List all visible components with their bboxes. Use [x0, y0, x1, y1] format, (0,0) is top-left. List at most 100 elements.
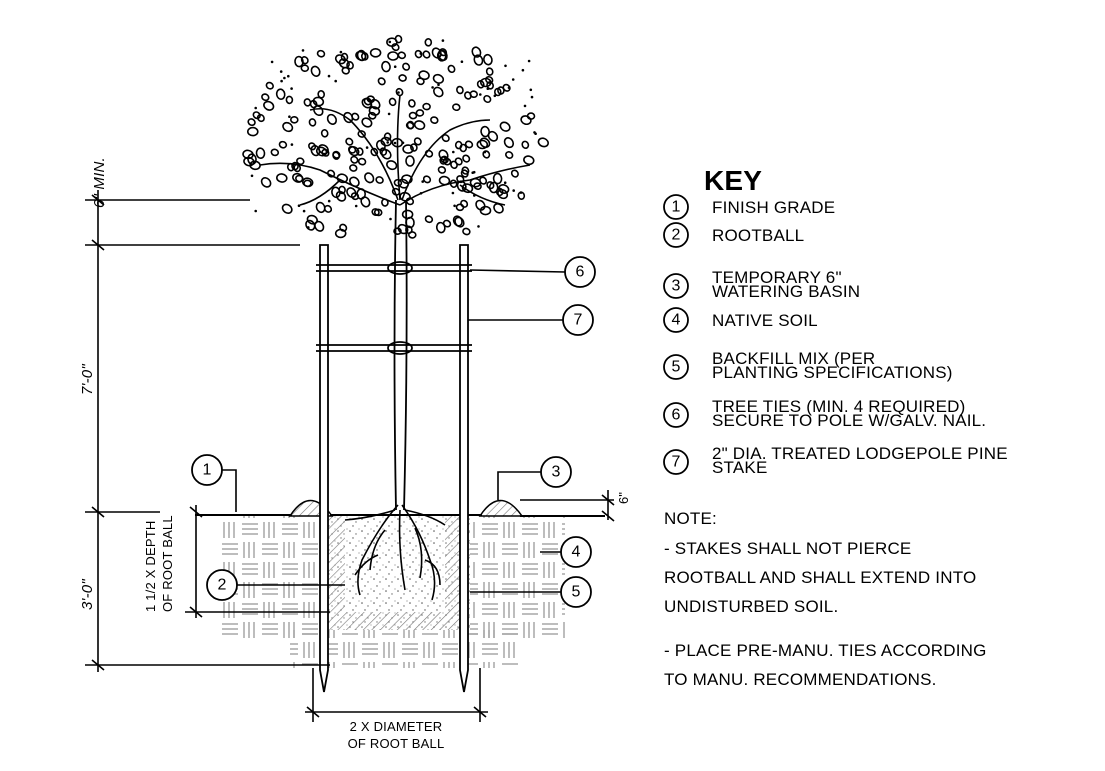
leaf-icon: [315, 146, 328, 157]
leaf-icon: [503, 137, 515, 149]
leaf-icon: [422, 175, 432, 184]
key-number: 1: [671, 199, 680, 216]
callout-6: 6: [564, 256, 596, 288]
callout-number: 4: [571, 544, 580, 561]
leaf-dot: [283, 76, 286, 80]
leaf-icon: [397, 178, 409, 189]
leaf-dot: [393, 65, 397, 68]
key-number-circle: [663, 307, 689, 333]
leaf-icon: [270, 148, 280, 157]
leaf-icon: [327, 169, 336, 178]
leaf-icon: [430, 116, 439, 124]
leaf-dot: [397, 91, 400, 94]
leaf-icon: [296, 157, 305, 166]
leaf-icon: [367, 111, 377, 120]
leaf-icon: [335, 190, 347, 202]
leaf-icon: [357, 130, 366, 138]
leaf-icon: [388, 97, 397, 107]
leaf-icon: [263, 100, 275, 111]
leaf-icon: [480, 77, 492, 88]
leaf-icon: [375, 176, 384, 184]
callout-1: 1: [191, 454, 223, 486]
leaf-dot: [254, 106, 257, 110]
leaf-icon: [381, 198, 389, 207]
key-number-circle: [663, 222, 689, 248]
leaf-icon: [480, 125, 490, 138]
leaf-icon: [405, 197, 415, 206]
stake-left: [319, 244, 329, 693]
key-number: 7: [671, 454, 680, 471]
key-title: KEY: [704, 165, 762, 196]
key-number: 6: [671, 407, 680, 424]
leaf-icon: [391, 43, 400, 52]
leaf-icon: [408, 111, 418, 120]
leaf-icon: [386, 37, 398, 48]
leaf-dot: [473, 194, 476, 197]
callout-circle: [560, 576, 592, 608]
leaf-icon: [281, 203, 293, 214]
leaf-dot: [334, 79, 338, 83]
leaf-icon: [408, 99, 416, 108]
leaf-icon: [361, 117, 373, 128]
leaf-dot: [431, 86, 434, 89]
leaf-icon: [308, 118, 317, 127]
leaf-icon: [471, 46, 482, 58]
leaf-icon: [422, 50, 431, 59]
callout-leaders: [222, 269, 566, 593]
leaf-icon: [255, 147, 266, 159]
key-item-label: PLANTING SPECIFICATIONS): [712, 363, 953, 382]
leaf-icon: [332, 151, 340, 160]
leaf-icon: [418, 70, 430, 81]
leaf-icon: [265, 81, 274, 90]
leaf-dot: [302, 209, 306, 213]
leaf-icon: [537, 137, 549, 148]
depth-label: 3'-0": [79, 579, 96, 610]
leaf-icon: [405, 155, 415, 167]
leaf-icon: [276, 173, 288, 183]
leaf-dot: [504, 64, 507, 68]
leaf-icon: [379, 147, 388, 156]
key-item-label: TEMPORARY 6": [712, 268, 842, 287]
leaf-icon: [294, 55, 304, 68]
leaf-icon: [300, 56, 309, 65]
leaf-dot: [279, 70, 283, 73]
leaf-icon: [476, 139, 489, 150]
callout-circle: [540, 456, 572, 488]
leaf-icon: [435, 221, 446, 234]
pit-width-label-2: OF ROOT BALL: [348, 736, 445, 751]
leaf-icon: [464, 140, 474, 149]
leaf-icon: [339, 223, 348, 232]
leaf-icon: [402, 62, 411, 71]
leaf-dot: [386, 141, 390, 144]
leaf-icon: [331, 186, 341, 199]
leaf-icon: [476, 80, 485, 89]
leaf-icon: [381, 60, 391, 73]
callout-circle: [564, 256, 596, 288]
leaf-icon: [452, 103, 461, 112]
key-number: 3: [671, 278, 680, 295]
note-line: TO MANU. RECOMMENDATIONS.: [664, 670, 937, 689]
pit-depth-label-2: OF ROOT BALL: [160, 515, 175, 612]
leaf-dot: [280, 79, 283, 83]
key-item-label: SECURE TO POLE W/GALV. NAIL.: [712, 411, 986, 430]
leaf-dot: [389, 217, 392, 221]
leaf-dot: [534, 132, 537, 135]
leaf-icon: [261, 93, 270, 102]
leaf-icon: [493, 202, 504, 214]
dimension-lines: [85, 190, 615, 722]
leaf-dot: [477, 225, 480, 228]
stake-right: [459, 244, 469, 693]
leaf-icon: [247, 153, 257, 165]
key-number: 4: [671, 312, 680, 329]
key-item-label: STAKE: [712, 458, 767, 477]
leaf-icon: [456, 85, 464, 95]
pit-width-label-1: 2 X DIAMETER: [350, 719, 443, 734]
key-item-label: 2" DIA. TREATED LODGEPOLE PINE: [712, 444, 1008, 463]
leaf-icon: [295, 174, 304, 183]
leaf-icon: [310, 144, 321, 157]
leaf-icon: [473, 182, 482, 190]
leaf-icon: [498, 184, 510, 194]
